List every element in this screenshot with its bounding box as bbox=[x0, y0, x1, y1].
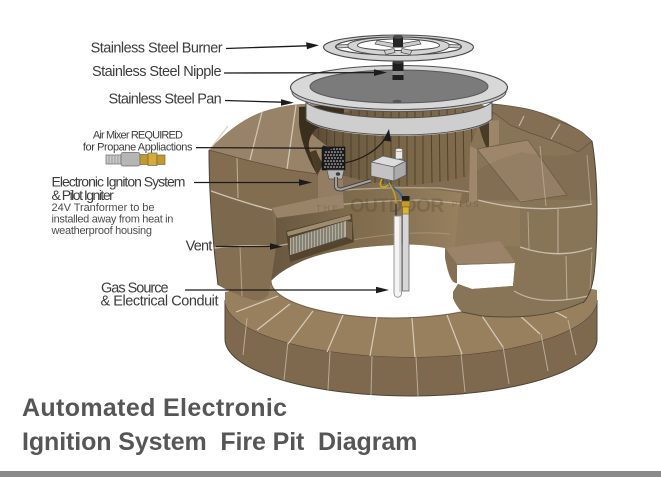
svg-text:installed away from heat in: installed away from heat in bbox=[52, 214, 174, 226]
svg-text:Gas Source: Gas Source bbox=[101, 281, 168, 297]
svg-text:Stainless Steel Nipple: Stainless Steel Nipple bbox=[92, 64, 221, 80]
svg-text:& Electrical Conduit: & Electrical Conduit bbox=[101, 294, 219, 310]
svg-text:Electronic Igniton System: Electronic Igniton System bbox=[52, 174, 185, 190]
svg-text:24V Tranformer to be: 24V Tranformer to be bbox=[52, 202, 155, 214]
svg-text:weatherproof housing: weatherproof housing bbox=[51, 225, 152, 237]
svg-text:Automated Electronic: Automated Electronic bbox=[22, 394, 287, 422]
svg-text:OUTDOOR: OUTDOOR bbox=[350, 196, 444, 217]
svg-text:& Pilot Igniter: & Pilot Igniter bbox=[52, 187, 115, 203]
svg-text:Vent: Vent bbox=[186, 239, 213, 255]
svg-text:Stainless Steel Burner: Stainless Steel Burner bbox=[91, 41, 223, 57]
svg-text:Air Mixer REQUIRED: Air Mixer REQUIRED bbox=[93, 130, 183, 142]
svg-text:Ignition System Fire Pit Dia: Ignition System Fire Pit Diagram bbox=[22, 428, 417, 456]
svg-text:PLUS: PLUS bbox=[452, 199, 480, 209]
svg-text:THE: THE bbox=[316, 203, 341, 213]
svg-text:Stainless Steel Pan: Stainless Steel Pan bbox=[109, 92, 222, 108]
svg-text:for Propane Appliactions: for Propane Appliactions bbox=[83, 142, 193, 154]
